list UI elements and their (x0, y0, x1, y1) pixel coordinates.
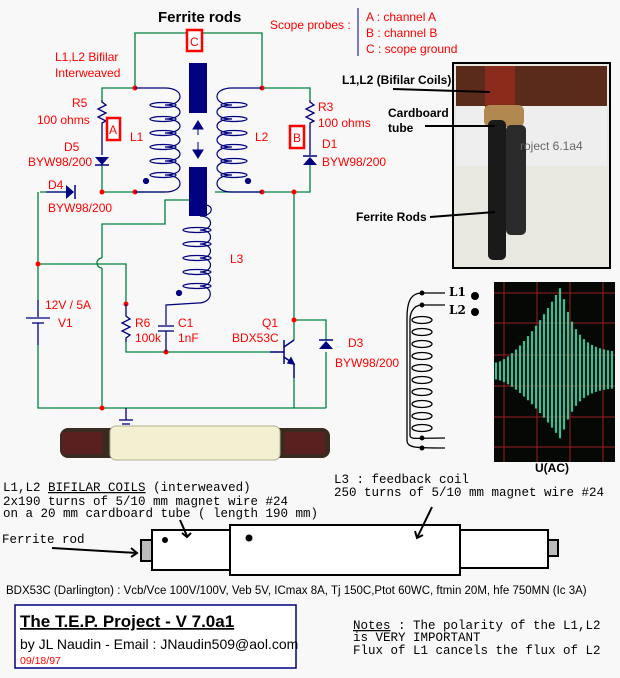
ground-icon (119, 408, 133, 425)
ferrite-rod-bottom (189, 167, 207, 216)
coil-l2 (216, 87, 262, 193)
diagram-title: Ferrite rods (158, 9, 241, 26)
coil-l3 (165, 204, 212, 325)
photo-label-coils: L1,L2 (Bifilar Coils) (342, 73, 451, 87)
coil-l1 (135, 87, 181, 193)
r6-value: 100k (135, 331, 162, 345)
diode-d5 (95, 157, 109, 166)
scope-label: U(AC) (535, 461, 569, 475)
legend-scope-ground: C : scope ground (366, 42, 457, 56)
probe-c-box (185, 28, 204, 53)
q1-value: BDX53C (232, 331, 279, 345)
probe-c-label: C (190, 35, 199, 49)
legend-channel-a: A : channel A (366, 10, 436, 24)
q1-label: Q1 (262, 316, 278, 330)
l3-label: L3 (230, 252, 244, 266)
coil-l2-terminal: L2 (449, 303, 466, 317)
ferrite-rod-label: Ferrite rod (2, 533, 85, 547)
photo-label-tube-1: Cardboard (388, 106, 449, 120)
r5-label: R5 (72, 96, 88, 110)
l2-label: L2 (255, 130, 269, 144)
rod-assembly-drawing (51, 506, 559, 576)
photo-label-rods: Ferrite Rods (356, 210, 427, 224)
scope-probes-label: Scope probes : (270, 18, 351, 32)
d4-value: BYW98/200 (48, 201, 112, 215)
coil-photo: roject 6.1a4 (452, 62, 611, 269)
transistor-specs: BDX53C (Darlington) : Vcb/Vce 100V/100V,… (6, 585, 587, 597)
notes-line-3: Flux of L1 cancels the flux of L2 (353, 644, 601, 658)
pointer-line (429, 211, 496, 218)
wires (37, 32, 327, 409)
d5-value: BYW98/200 (28, 155, 92, 169)
probe-b-label: B (293, 131, 301, 145)
probe-a-box (105, 116, 122, 142)
l3-turns: 250 turns of 5/10 mm magnet wire #24 (334, 486, 604, 500)
diode-d4 (46, 185, 76, 199)
bifilar-coil-drawing (406, 290, 446, 451)
d3-value: BYW98/200 (335, 356, 399, 370)
polarity-dot (471, 308, 479, 316)
bifilar-label-1: L1,L2 Bifilar (55, 50, 118, 64)
probe-a-label: A (109, 123, 117, 137)
ferrite-rod-top (189, 63, 207, 113)
photo-label-tube-2: tube (388, 121, 414, 135)
polarity-dot (471, 292, 479, 300)
rod-movement-arrows-icon (192, 120, 204, 159)
transistor-q1 (270, 339, 296, 378)
diode-d3 (319, 339, 333, 349)
pointer-line (392, 88, 491, 93)
resistor-r6 (120, 304, 132, 342)
project-title: The T.E.P. Project - V 7.0a1 (20, 612, 234, 631)
r6-label: R6 (135, 316, 151, 330)
d1-label: D1 (322, 137, 338, 151)
capacitor-c1 (158, 325, 174, 352)
c1-label: C1 (178, 316, 194, 330)
v1-label: V1 (58, 316, 73, 330)
resistor-r5 (96, 100, 108, 155)
probe-b-box (288, 124, 306, 150)
notes-line-2: is VERY IMPORTANT (353, 631, 481, 645)
l1l2-heading: L1,L2 BIFILAR COILS (interweaved) (3, 481, 251, 495)
battery-v1 (26, 300, 50, 345)
bifilar-label-2: Interweaved (55, 66, 120, 80)
oscilloscope-screen (494, 282, 615, 462)
v1-value: 12V / 5A (45, 298, 91, 312)
l1-label: L1 (130, 130, 144, 144)
l1l2-tube: on a 20 mm cardboard tube ( length 190 m… (3, 507, 318, 521)
svg-text:roject 6.1a4: roject 6.1a4 (520, 139, 583, 153)
l1l2-turns: 2x190 turns of 5/10 mm magnet wire #24 (3, 495, 288, 509)
d5-label: D5 (64, 140, 80, 154)
diode-d1 (303, 155, 317, 165)
legend-channel-b: B : channel B (366, 26, 437, 40)
project-date: 09/18/97 (20, 655, 61, 667)
coil-cylinder-photo (60, 425, 330, 461)
d3-label: D3 (348, 336, 364, 350)
r3-value: 100 ohms (318, 116, 371, 130)
d1-value: BYW98/200 (322, 155, 386, 169)
title-box (14, 604, 297, 669)
l3-heading: L3 : feedback coil (334, 473, 469, 487)
r3-label: R3 (318, 100, 334, 114)
project-author: by JL Naudin - Email : JNaudin509@aol.co… (20, 636, 298, 652)
coil-l1-terminal: L1 (449, 285, 466, 299)
notes-line-1: Notes : The polarity of the L1,L2 (353, 619, 601, 633)
r5-value: 100 ohms (37, 113, 90, 127)
c1-value: 1nF (178, 331, 199, 345)
d4-label: D4 (48, 178, 64, 192)
resistor-r3 (304, 100, 316, 155)
